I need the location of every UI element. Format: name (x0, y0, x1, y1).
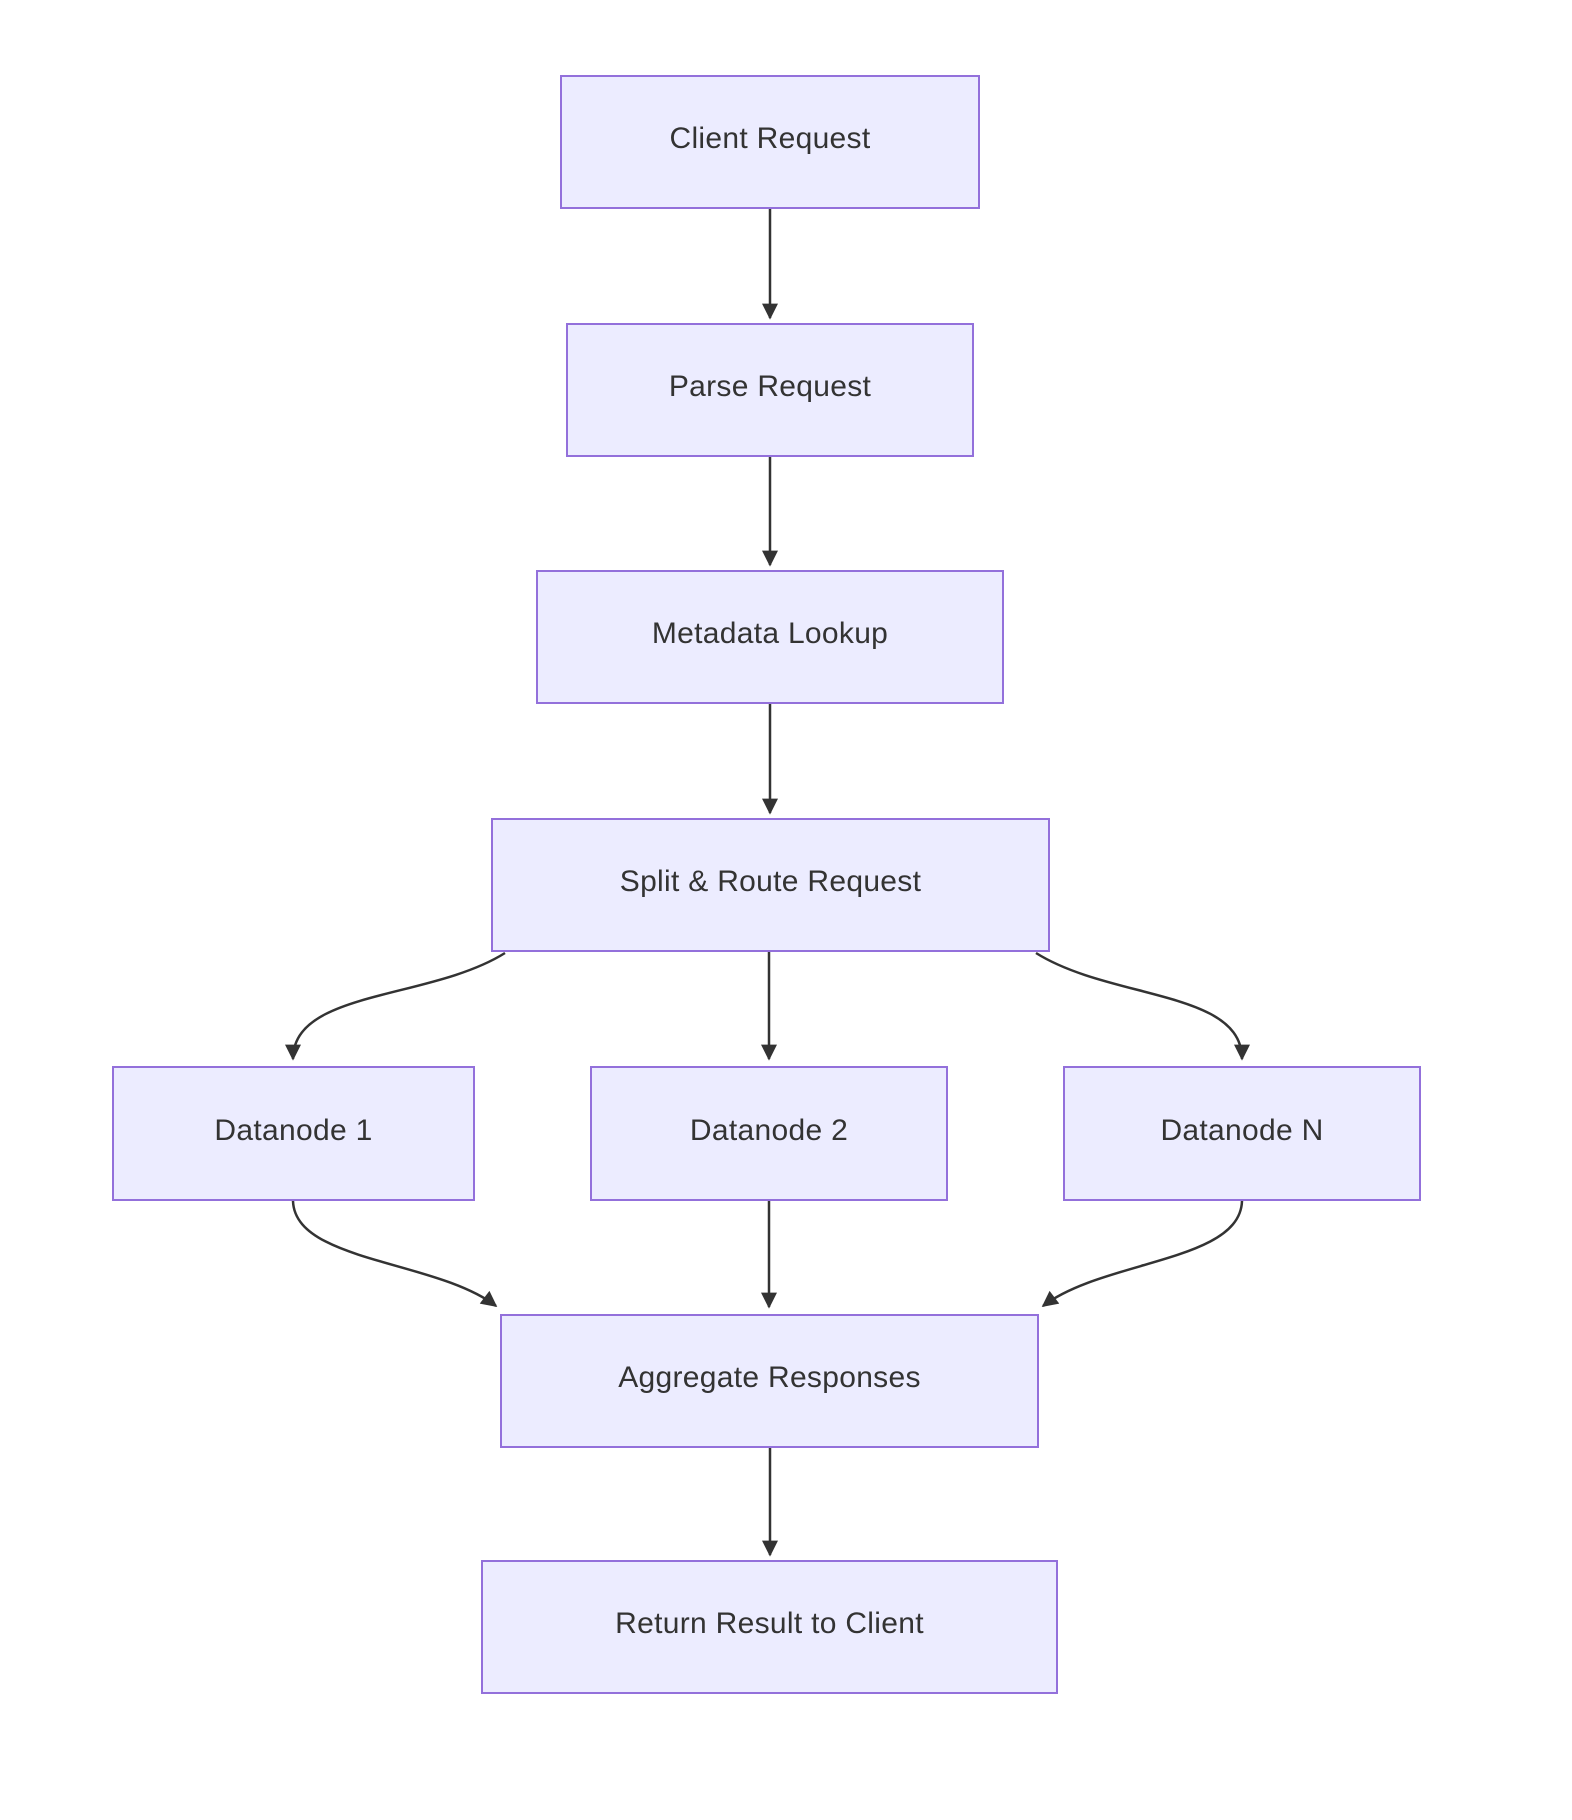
node-label: Client Request (669, 122, 871, 155)
node-return-result-to-client: Return Result to Client (481, 1560, 1058, 1694)
node-label: Datanode N (1160, 1113, 1324, 1147)
node-label: Datanode 1 (214, 1113, 373, 1147)
node-label: Split & Route Request (619, 865, 922, 898)
edge-split-to-datanode1 (285, 951, 506, 1061)
edge-datanodeN-to-aggregate (1041, 1200, 1244, 1307)
node-aggregate-responses: Aggregate Responses (500, 1314, 1039, 1448)
node-label: Aggregate Responses (618, 1361, 921, 1394)
node-datanode-n: Datanode N (1063, 1066, 1421, 1201)
node-label: Datanode 2 (689, 1113, 849, 1147)
node-datanode-2: Datanode 2 (590, 1066, 948, 1201)
node-parse-request: Parse Request (566, 323, 974, 457)
node-label: Metadata Lookup (651, 617, 889, 650)
node-label: Parse Request (668, 370, 872, 403)
node-datanode-1: Datanode 1 (112, 1066, 475, 1201)
node-split-route-request: Split & Route Request (491, 818, 1050, 952)
node-label: Return Result to Client (615, 1607, 924, 1640)
edge-datanode1-to-aggregate (291, 1200, 498, 1307)
node-metadata-lookup: Metadata Lookup (536, 570, 1004, 704)
node-client-request: Client Request (560, 75, 980, 209)
edge-split-to-datanodeN (1035, 951, 1250, 1061)
